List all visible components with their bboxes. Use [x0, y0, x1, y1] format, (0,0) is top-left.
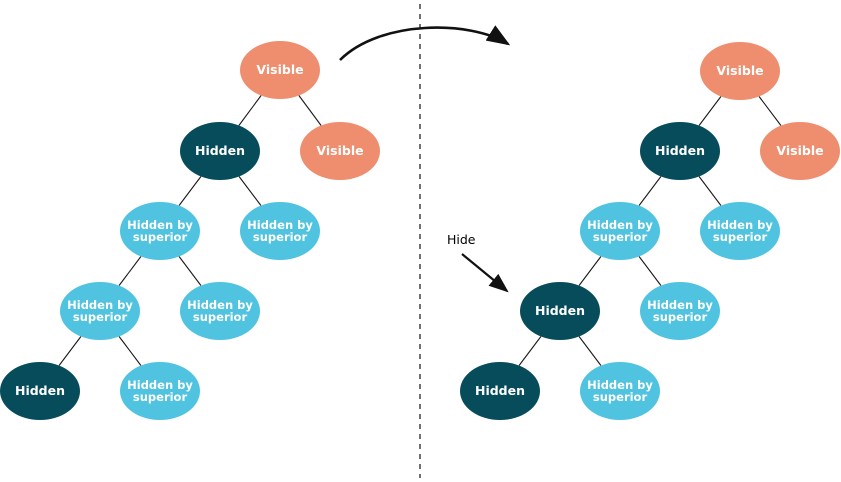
tree-node-label: Hidden by superior	[247, 217, 313, 244]
tree-edge	[118, 256, 142, 286]
tree-node-label: Visible	[316, 143, 364, 159]
tree-node-label: Visible	[776, 143, 824, 159]
tree-node-label: Hidden by superior	[647, 297, 713, 324]
tree-edges	[58, 95, 782, 366]
tree-node-inherit-left-l6[interactable]: Hidden by superior	[180, 282, 260, 340]
tree-node-hidden-left-l1[interactable]: Hidden	[180, 122, 260, 180]
tree-node-inherit-right-r4[interactable]: Hidden by superior	[700, 202, 780, 260]
tree-edge	[578, 336, 602, 366]
tree-node-inherit-right-r3[interactable]: Hidden by superior	[580, 202, 660, 260]
tree-node-label: Hidden	[474, 383, 526, 399]
tree-edge	[638, 256, 662, 286]
hide-arrow-icon	[461, 253, 509, 293]
tree-node-inherit-left-l8[interactable]: Hidden by superior	[120, 362, 200, 420]
tree-node-inherit-right-r6[interactable]: Hidden by superior	[640, 282, 720, 340]
tree-edge	[518, 336, 542, 366]
tree-node-hidden-right-r1[interactable]: Hidden	[640, 122, 720, 180]
tree-node-hidden-left-l7[interactable]: Hidden	[0, 362, 80, 420]
tree-edge	[178, 176, 202, 206]
tree-node-label: Hidden	[654, 143, 706, 159]
tree-node-label: Hidden by superior	[187, 297, 253, 324]
tree-node-label: Hidden by superior	[67, 297, 133, 324]
transition-arrow-icon	[339, 25, 511, 61]
tree-edge	[698, 176, 722, 206]
tree-node-label: Hidden	[534, 303, 586, 319]
tree-edge	[118, 336, 142, 366]
tree-node-inherit-left-l4[interactable]: Hidden by superior	[240, 202, 320, 260]
tree-node-inherit-right-r8[interactable]: Hidden by superior	[580, 362, 660, 420]
tree-edge	[58, 336, 82, 366]
tree-edge	[638, 176, 662, 206]
tree-edge	[758, 96, 782, 126]
tree-node-visible-right-r0[interactable]: Visible	[700, 42, 780, 100]
tree-node-label: Hidden by superior	[587, 377, 653, 404]
tree-node-inherit-left-l3[interactable]: Hidden by superior	[120, 202, 200, 260]
tree-edge	[298, 95, 322, 126]
tree-edge	[178, 256, 202, 286]
tree-node-label: Hidden	[194, 143, 246, 159]
tree-node-label: Hidden by superior	[587, 217, 653, 244]
tree-node-hidden-right-r5[interactable]: Hidden	[520, 282, 600, 340]
tree-edge	[698, 96, 722, 126]
tree-node-label: Hidden	[14, 383, 66, 399]
tree-node-label: Visible	[716, 63, 764, 79]
tree-node-visible-right-r2[interactable]: Visible	[760, 122, 840, 180]
tree-node-label: Hidden by superior	[127, 217, 193, 244]
tree-node-hidden-right-r7[interactable]: Hidden	[460, 362, 540, 420]
tree-node-visible-left-l2[interactable]: Visible	[300, 122, 380, 180]
tree-node-label: Visible	[256, 62, 304, 78]
tree-edge	[578, 256, 602, 286]
tree-node-visible-left-l0[interactable]: Visible	[240, 41, 320, 99]
tree-node-label: Hidden by superior	[127, 377, 193, 404]
tree-node-label: Hidden by superior	[707, 217, 773, 244]
tree-edge	[238, 95, 262, 126]
hide-action-label: Hide	[447, 232, 476, 247]
tree-node-inherit-left-l5[interactable]: Hidden by superior	[60, 282, 140, 340]
tree-edge	[238, 176, 262, 206]
